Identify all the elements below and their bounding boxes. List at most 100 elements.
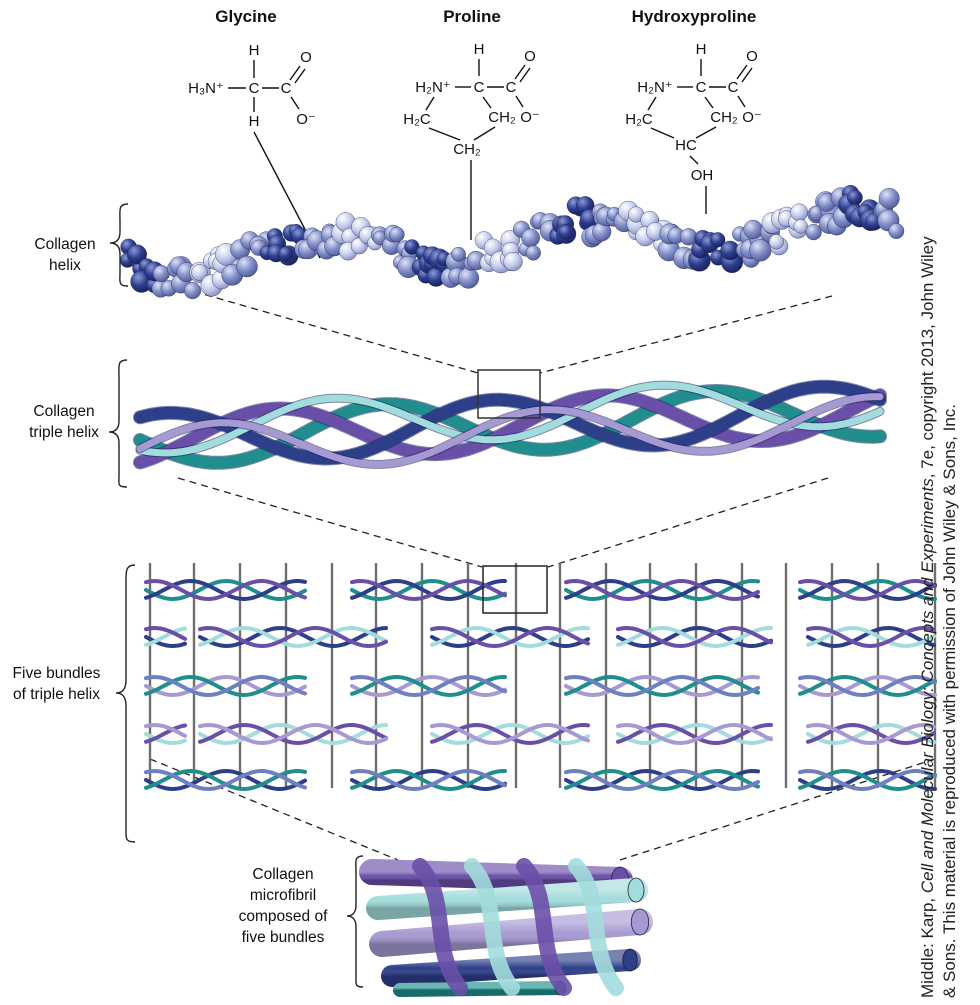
bundle-strand <box>144 578 307 602</box>
triple-helix-ribbon <box>136 393 884 468</box>
credit-prefix: Middle: Karp, <box>918 893 937 998</box>
hydroxyproline-atom-c-alpha: C <box>696 79 707 96</box>
bundle-strand <box>350 674 507 698</box>
proline-structure: H H₂N⁺ C C O O⁻ H₂C CH₂ CH₂ <box>403 41 540 158</box>
bundle-strand <box>616 722 773 746</box>
helix-atom-sphere <box>503 252 523 272</box>
triple-helix-ribbon <box>136 381 884 457</box>
bundle-strand <box>798 674 937 698</box>
bundle-strand <box>798 674 937 698</box>
label-triple-helix-line2: triple helix <box>29 424 99 441</box>
credit-line-1: Middle: Karp, Cell and Molecular Biology… <box>917 0 939 998</box>
five-bundles-strands <box>144 563 937 792</box>
label-collagen-helix-line1: Collagen <box>34 236 96 253</box>
bundle-strand <box>198 625 388 649</box>
bundle-strand <box>616 722 773 746</box>
bundle-strand <box>798 674 937 698</box>
helix-atom-sphere <box>236 255 258 278</box>
microfibril-cylinder-end <box>627 877 645 903</box>
bundle-strand <box>144 768 307 792</box>
label-five-bundles-line2: of triple helix <box>12 686 100 703</box>
microfibril-cylinder-end <box>630 908 650 936</box>
zoom-guide-lines <box>149 287 936 861</box>
helix-atom-sphere <box>888 223 905 239</box>
proline-atom-h-top: H <box>474 41 485 58</box>
hydroxyproline-structure: H H₂N⁺ C C O O⁻ H₂C CH₂ HC OH <box>625 41 762 184</box>
hydroxyproline-atom-oh: OH <box>691 167 714 184</box>
hydroxyproline-atom-c-carboxyl: C <box>728 79 739 96</box>
proline-atom-o-top: O <box>524 48 536 65</box>
helix-atom-sphere <box>451 246 466 262</box>
proline-atom-c-carboxyl: C <box>506 79 517 96</box>
bundle-strand <box>806 625 936 649</box>
bundle-strand <box>198 722 388 746</box>
label-triple-helix-line1: Collagen <box>33 403 95 420</box>
bundle-strand <box>798 768 937 792</box>
bundle-strand <box>798 578 937 602</box>
microfibril-twist-strand <box>516 858 572 996</box>
image-credit: Middle: Karp, Cell and Molecular Biology… <box>917 0 961 998</box>
hydroxyproline-atom-o-minus: O⁻ <box>742 109 762 126</box>
helix-atom-sphere <box>191 264 208 281</box>
hydroxyproline-atom-h2c: H₂C <box>625 111 653 128</box>
bundle-strand <box>564 578 760 602</box>
glycine-atom-h3n: H₃N⁺ <box>188 80 224 97</box>
bundle-strand <box>198 722 388 746</box>
microfibril-twist-strand <box>464 858 520 996</box>
bundle-strand <box>798 768 937 792</box>
label-microfibril-line2: microfibril <box>249 887 317 904</box>
glycine-atom-o-minus: O⁻ <box>296 111 316 128</box>
bundle-strand <box>430 722 590 746</box>
collagen-helix-spacefill <box>119 185 905 300</box>
bundle-strand <box>350 674 507 698</box>
bundle-strand <box>144 674 307 698</box>
label-collagen-helix: Collagen helix <box>20 234 110 276</box>
brace-collagen-helix <box>109 203 129 287</box>
credit-book-title: Cell and Molecular Biology: Concepts and… <box>918 478 937 894</box>
credit-suffix: , 7e, copyright 2013, John Wiley <box>918 236 937 479</box>
helix-atom-sphere <box>525 245 541 261</box>
glycine-atom-h-bottom: H <box>249 113 260 130</box>
bundle-strand <box>198 722 388 746</box>
label-microfibril-line4: five bundles <box>241 929 325 946</box>
triple-helix-ribbon <box>134 380 886 465</box>
helix-atom-sphere <box>878 188 900 209</box>
glycine-atom-c-carboxyl: C <box>281 80 292 97</box>
label-five-bundles-line1: Five bundles <box>12 665 101 682</box>
bundle-strand <box>144 723 187 744</box>
label-triple-helix: Collagen triple helix <box>14 401 114 443</box>
bundle-strand <box>144 625 187 641</box>
bundle-strand <box>564 674 760 698</box>
glycine-atom-o-top: O <box>300 49 312 66</box>
bundle-strand <box>806 625 936 649</box>
label-microfibril-line1: Collagen <box>252 866 314 883</box>
bundle-strand <box>430 722 590 746</box>
bundle-strand <box>350 768 507 792</box>
hydroxyproline-atom-h2n: H₂N⁺ <box>637 79 672 96</box>
glycine-atom-c-alpha: C <box>249 80 260 97</box>
helix-atom-sphere <box>793 219 808 234</box>
brace-five-bundles <box>115 564 136 843</box>
bundle-strand <box>430 625 590 649</box>
microfibril-twist-strand <box>412 858 468 996</box>
glycine-structure: H H₃N⁺ C C O O⁻ H <box>188 42 316 130</box>
helix-atom-sphere <box>458 267 479 289</box>
bundle-zoom-box <box>482 565 548 614</box>
helix-atom-sphere <box>749 239 772 262</box>
helix-atom-sphere <box>389 226 405 243</box>
label-collagen-helix-line2: helix <box>49 257 81 274</box>
microfibril-twist-strand <box>568 858 624 996</box>
bundle-strand <box>350 578 507 602</box>
proline-atom-ch2-bottom: CH₂ <box>453 141 481 158</box>
bundle-strand <box>198 625 388 649</box>
bundle-strand <box>798 578 937 602</box>
label-microfibril-line3: composed of <box>238 908 328 925</box>
helix-atom-sphere <box>805 224 822 241</box>
collagen-microfibril-cylinders <box>359 858 653 997</box>
helix-atom-sphere <box>768 234 784 250</box>
helix-atom-sphere <box>790 203 808 222</box>
helix-atom-sphere <box>278 246 294 262</box>
bundle-strand <box>564 674 760 698</box>
brace-microfibril <box>346 855 364 988</box>
